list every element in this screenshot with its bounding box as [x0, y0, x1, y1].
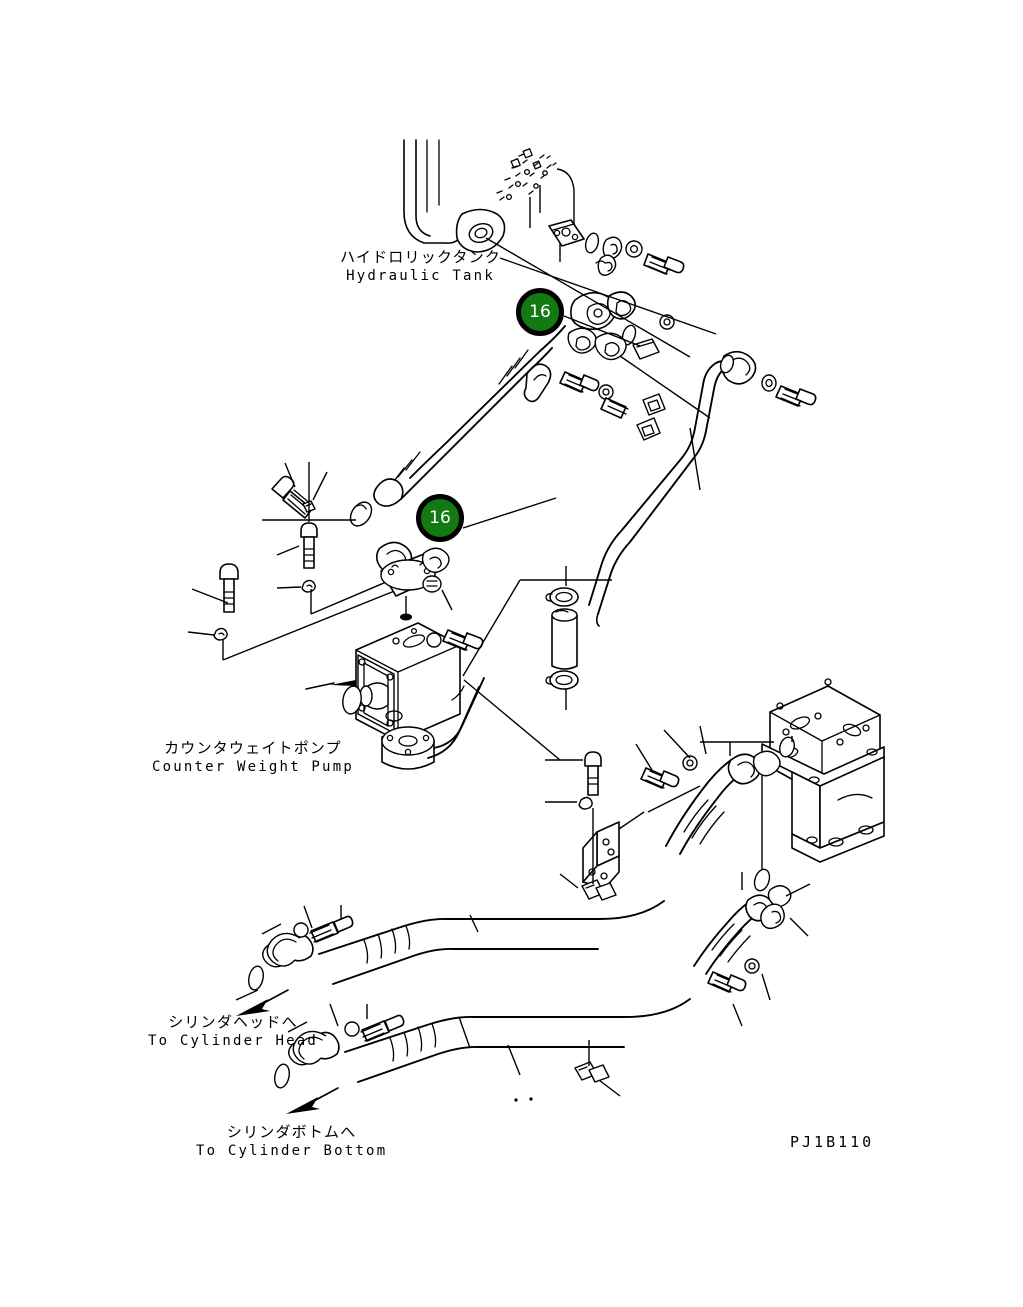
callout-marker-16-lower[interactable]: 16 — [416, 494, 464, 542]
right-return-tube — [588, 350, 817, 627]
label-counter-weight-pump-en: Counter Weight Pump — [152, 759, 354, 775]
cylinder-head-hose — [235, 900, 665, 1001]
label-to-cylinder-head: シリンダヘッドへ To Cylinder Head — [148, 1013, 318, 1051]
misc-leader-lines — [462, 237, 717, 761]
label-to-cylinder-bottom-jp: シリンダボトムへ — [226, 1123, 357, 1141]
label-to-cylinder-head-en: To Cylinder Head — [148, 1033, 319, 1049]
counter-weight-pump-graphic — [305, 622, 485, 770]
label-counter-weight-pump: カウンタウェイトポンプ Counter Weight Pump — [152, 739, 354, 777]
exploded-bolts-left — [187, 462, 443, 661]
sleeve-and-clamp-column — [545, 566, 579, 710]
label-counter-weight-pump-jp: カウンタウェイトポンプ — [164, 739, 342, 757]
label-hydraulic-tank-jp: ハイドロリックタンク — [340, 248, 502, 266]
tube-fasteners-upper — [559, 371, 666, 441]
top-flange-cluster — [548, 219, 685, 276]
label-hydraulic-tank: ハイドロリックタンク Hydraulic Tank — [340, 248, 501, 286]
label-hydraulic-tank-en: Hydraulic Tank — [346, 268, 495, 284]
label-to-cylinder-bottom: シリンダボトムへ To Cylinder Bottom — [196, 1123, 387, 1161]
valve-block-assembly — [700, 678, 885, 884]
label-to-cylinder-bottom-en: To Cylinder Bottom — [196, 1143, 388, 1159]
top-leader-stems — [529, 168, 575, 262]
pump-inlet-fitting — [375, 541, 453, 621]
fastener-scatter-marks — [496, 148, 557, 201]
drawing-code: PJ1B110 — [790, 1133, 875, 1151]
cylinder-bottom-hose — [274, 998, 691, 1102]
label-to-cylinder-head-jp: シリンダヘッドへ — [168, 1013, 298, 1031]
callout-marker-16-upper[interactable]: 16 — [516, 288, 564, 336]
hose-end-lower-right — [693, 868, 811, 1027]
center-bracket-clamp — [545, 751, 645, 901]
main-suction-tube — [349, 325, 566, 527]
hose-assembly-mid-right — [635, 725, 795, 855]
hydraulic-tank-graphic — [403, 139, 506, 253]
direction-arrows — [236, 989, 339, 1114]
